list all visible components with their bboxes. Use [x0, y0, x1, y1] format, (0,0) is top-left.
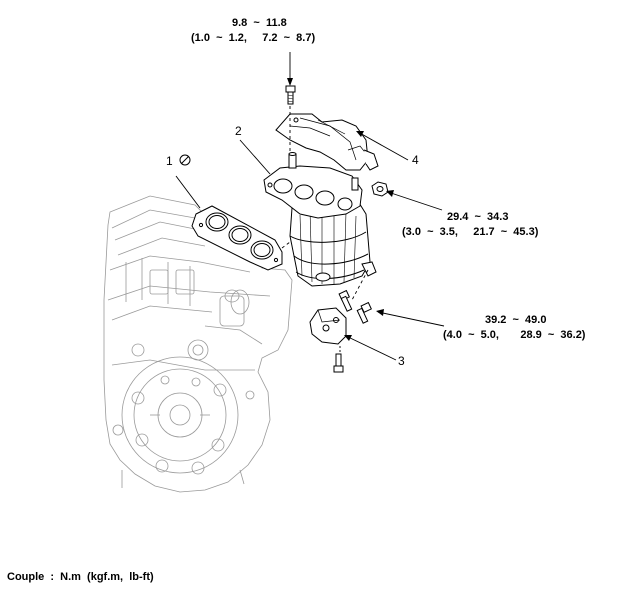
torque-spec-top-converted: (1.0 ~ 1.2, 7.2 ~ 8.7) [191, 32, 316, 44]
engine-block [103, 195, 293, 493]
leader-lines [175, 52, 445, 361]
torque-spec-bracket-converted: (4.0 ~ 5.0, 28.9 ~ 36.2) [443, 329, 586, 341]
top-bolt [285, 85, 296, 105]
callout-1: 1 [166, 154, 173, 168]
heat-protector [275, 113, 379, 171]
arrowheads [287, 78, 394, 341]
unit-note: Couple : N.m (kgf.m, lb-ft) [7, 571, 154, 583]
gasket [191, 205, 283, 271]
manifold-nut [371, 181, 389, 197]
torque-spec-nut-converted: (3.0 ~ 3.5, 21.7 ~ 45.3) [402, 226, 539, 238]
torque-spec-nut-value: 29.4 ~ 34.3 [447, 211, 509, 223]
exhaust-manifold [263, 152, 377, 287]
callout-2: 2 [235, 124, 242, 138]
torque-spec-bracket-value: 39.2 ~ 49.0 [485, 314, 547, 326]
do-not-reuse-icon [179, 154, 191, 166]
callout-3: 3 [398, 354, 405, 368]
support-bracket [309, 289, 372, 373]
callout-4: 4 [412, 153, 419, 167]
torque-spec-top-value: 9.8 ~ 11.8 [232, 17, 287, 29]
